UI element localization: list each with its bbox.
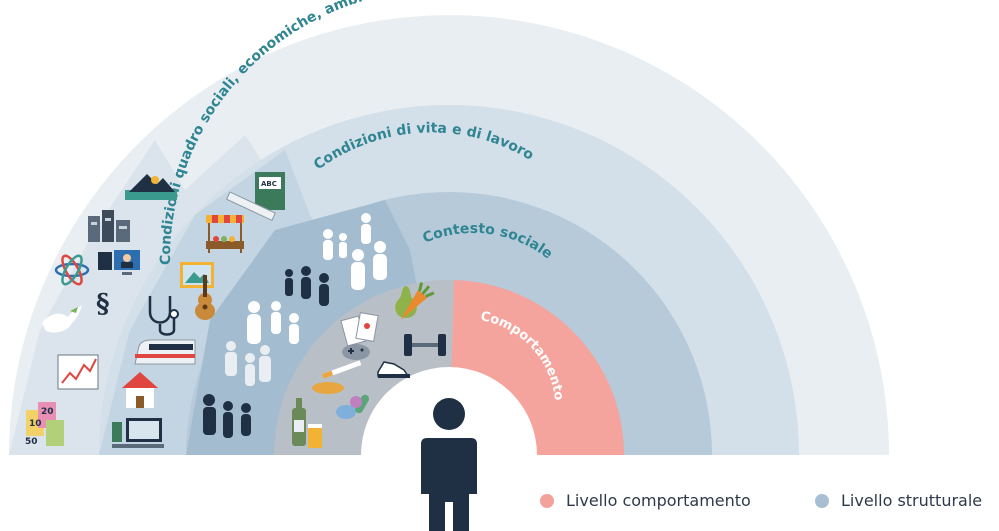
house-icon <box>122 372 158 408</box>
factory-icon <box>88 210 130 242</box>
sneaker-icon <box>377 361 410 378</box>
beer-icon <box>308 424 322 448</box>
money-icon: 10 20 50 <box>25 402 64 447</box>
market-stall-icon <box>206 215 244 253</box>
stethoscope-icon <box>148 296 179 336</box>
section-sign-icon: § <box>96 289 110 319</box>
carrot-icon <box>400 282 435 320</box>
person-icon <box>421 398 477 531</box>
pills-icon <box>336 394 369 419</box>
book-icon: ABC <box>255 172 285 210</box>
dove-icon <box>42 305 82 333</box>
legend-structural: Livello strutturale <box>815 491 982 510</box>
cards-icon <box>340 312 379 347</box>
ruler-icon <box>225 191 276 222</box>
dumbbell-icon <box>404 334 446 356</box>
computer-work-icon <box>98 250 140 275</box>
painting-icon <box>180 262 214 288</box>
people-group-dark-icon <box>203 266 329 438</box>
bottle-icon <box>292 398 306 446</box>
legend-dot-behaviour <box>540 493 554 508</box>
mountain-icon <box>125 174 177 200</box>
svg-text:10: 10 <box>29 419 42 429</box>
svg-text:20: 20 <box>41 407 54 417</box>
stock-chart-icon <box>57 354 99 390</box>
legend-behaviour: Livello comportamento <box>540 491 751 510</box>
train-icon <box>134 339 196 365</box>
svg-text:ABC: ABC <box>261 180 277 188</box>
atom-icon <box>54 254 90 286</box>
gamepad-icon <box>342 344 370 360</box>
legend-label-behaviour: Livello comportamento <box>566 491 751 510</box>
cigarette-icon <box>312 360 362 394</box>
guitar-icon <box>195 275 215 320</box>
people-group-icon <box>225 213 387 386</box>
legend-dot-structural <box>815 493 829 508</box>
svg-text:50: 50 <box>25 437 38 447</box>
legend-label-structural: Livello strutturale <box>841 491 983 510</box>
office-desk-icon <box>112 418 164 448</box>
